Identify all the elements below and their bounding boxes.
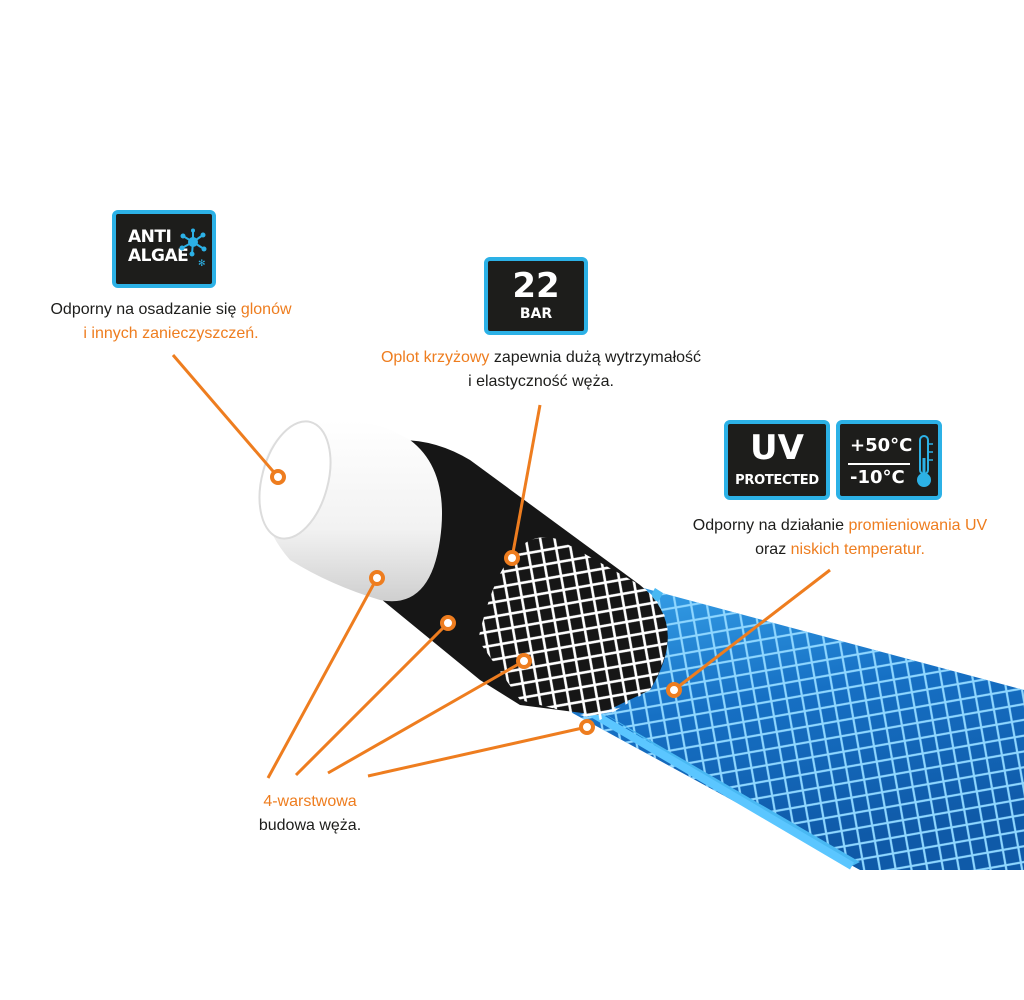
temperature-badge: +50°C -10°C (836, 420, 942, 500)
layers-caption: 4-warstwowa budowa węża. (258, 793, 362, 834)
anti-algae-badge: ANTI ALGAE ✻ (112, 210, 216, 288)
temperature-min: -10°C (850, 467, 905, 488)
thermometer-icon (917, 435, 933, 487)
uv-sublabel: PROTECTED (735, 473, 819, 488)
pressure-unit: BAR (519, 306, 553, 322)
braid-caption: Oplot krzyżowy zapewnia dużą wytrzymałoś… (380, 349, 702, 390)
uv-caption: Odporny na działanie promieniowania UV o… (692, 517, 988, 558)
algae-splash-icon: ✻ (179, 228, 207, 268)
pressure-value: 22 (512, 266, 560, 306)
leader-lines (171, 354, 831, 779)
temperature-divider (848, 463, 910, 465)
anti-algae-line2: ALGAE (128, 246, 189, 266)
algae-caption: Odporny na osadzanie się glonów i innych… (50, 301, 292, 342)
anti-algae-line1: ANTI (128, 227, 172, 247)
uv-label: UV (750, 428, 804, 468)
temperature-max: +50°C (850, 435, 913, 456)
svg-text:✻: ✻ (198, 259, 206, 268)
uv-protected-badge: UV PROTECTED (724, 420, 830, 500)
callout-dots (270, 469, 682, 735)
pressure-badge: 22 BAR (484, 257, 588, 335)
